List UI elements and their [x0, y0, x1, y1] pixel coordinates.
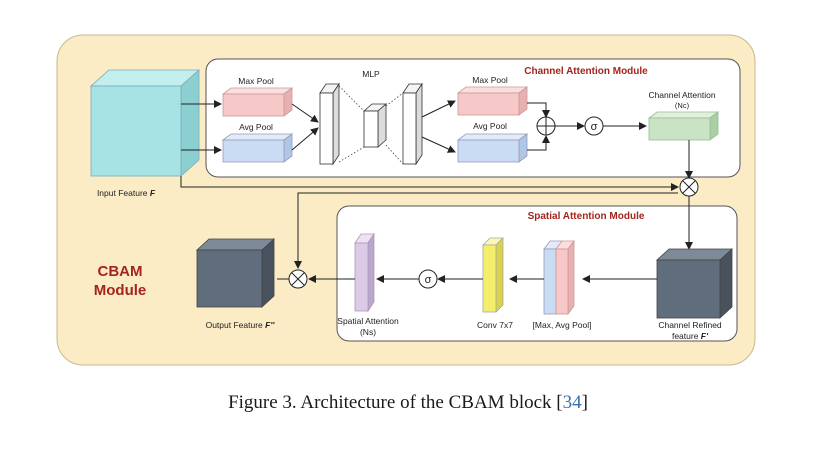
sigmoid-symbol-1: σ: [591, 121, 598, 133]
spatial-attention-label: Spatial Attention: [337, 316, 399, 326]
max-pool-label-2: Max Pool: [472, 75, 508, 85]
conv-7x7-block: [482, 237, 504, 313]
arrow-maxpool-mlp: [291, 103, 319, 123]
spatial-attention-block: [354, 232, 375, 313]
max-pool-block-2: [456, 86, 529, 116]
output-feature-label: Output Feature F'': [206, 320, 276, 330]
channel-refined-label-1: Channel Refined: [658, 320, 722, 330]
channel-attention-sub: (Nc): [675, 101, 690, 110]
input-feature-label: Input Feature F: [97, 188, 156, 198]
conv-label: Conv 7x7: [477, 320, 513, 330]
sigmoid-symbol-2: σ: [425, 274, 432, 286]
caption-text: Figure 3. Architecture of the CBAM block…: [228, 392, 563, 413]
channel-attention-module-box: [205, 58, 741, 178]
arrow-avgpool-mlp: [291, 127, 319, 151]
elementwise-multiply-icon-2: [288, 269, 308, 289]
caption-close: ]: [581, 392, 588, 413]
elementwise-sum-icon: [536, 116, 556, 136]
arrow-maxpool2-sum: [527, 102, 550, 118]
spatial-attention-sub: (Ns): [360, 327, 376, 337]
spatial-attention-module-box: [336, 205, 738, 342]
figure-caption: Figure 3. Architecture of the CBAM block…: [0, 392, 816, 414]
max-avg-pool-block: [543, 239, 575, 316]
channel-attention-block: [647, 111, 720, 141]
arrow-avgpool2-sum: [527, 135, 550, 151]
arrow-mlp-maxpool2: [421, 100, 456, 118]
avg-pool-block-1: [221, 133, 294, 163]
mlp-connections: [338, 85, 404, 165]
input-feature-cube: [89, 69, 201, 177]
channel-refined-feature-cube: [655, 248, 734, 319]
avg-pool-label-1: Avg Pool: [239, 122, 273, 132]
max-pool-label-1: Max Pool: [238, 76, 274, 86]
mlp-output-layer: [402, 82, 423, 166]
elementwise-multiply-icon-1: [679, 177, 699, 197]
output-feature-cube: [195, 238, 276, 308]
mlp-input-layer: [319, 82, 340, 166]
mlp-label: MLP: [362, 69, 380, 79]
citation-link[interactable]: 34: [562, 392, 582, 413]
channel-attention-label: Channel Attention: [648, 90, 715, 100]
cbam-label: CBAM: [98, 263, 143, 280]
channel-module-title: Channel Attention Module: [524, 66, 648, 77]
module-label: Module: [94, 282, 147, 299]
mlp-hidden-layer: [362, 103, 388, 148]
spatial-module-title: Spatial Attention Module: [528, 211, 645, 222]
cbam-architecture-diagram: Channel Attention Module Spatial Attenti…: [56, 34, 756, 366]
max-avg-pool-label: [Max, Avg Pool]: [533, 320, 592, 330]
arrow-input-skip-multiply: [180, 176, 679, 191]
avg-pool-label-2: Avg Pool: [473, 121, 507, 131]
avg-pool-block-2: [456, 133, 529, 163]
arrow-mlp-avgpool2: [421, 136, 456, 153]
channel-refined-label-2: feature F': [672, 331, 709, 341]
arrow-refined-skip-multiply: [294, 192, 678, 269]
max-pool-block-1: [221, 87, 294, 117]
